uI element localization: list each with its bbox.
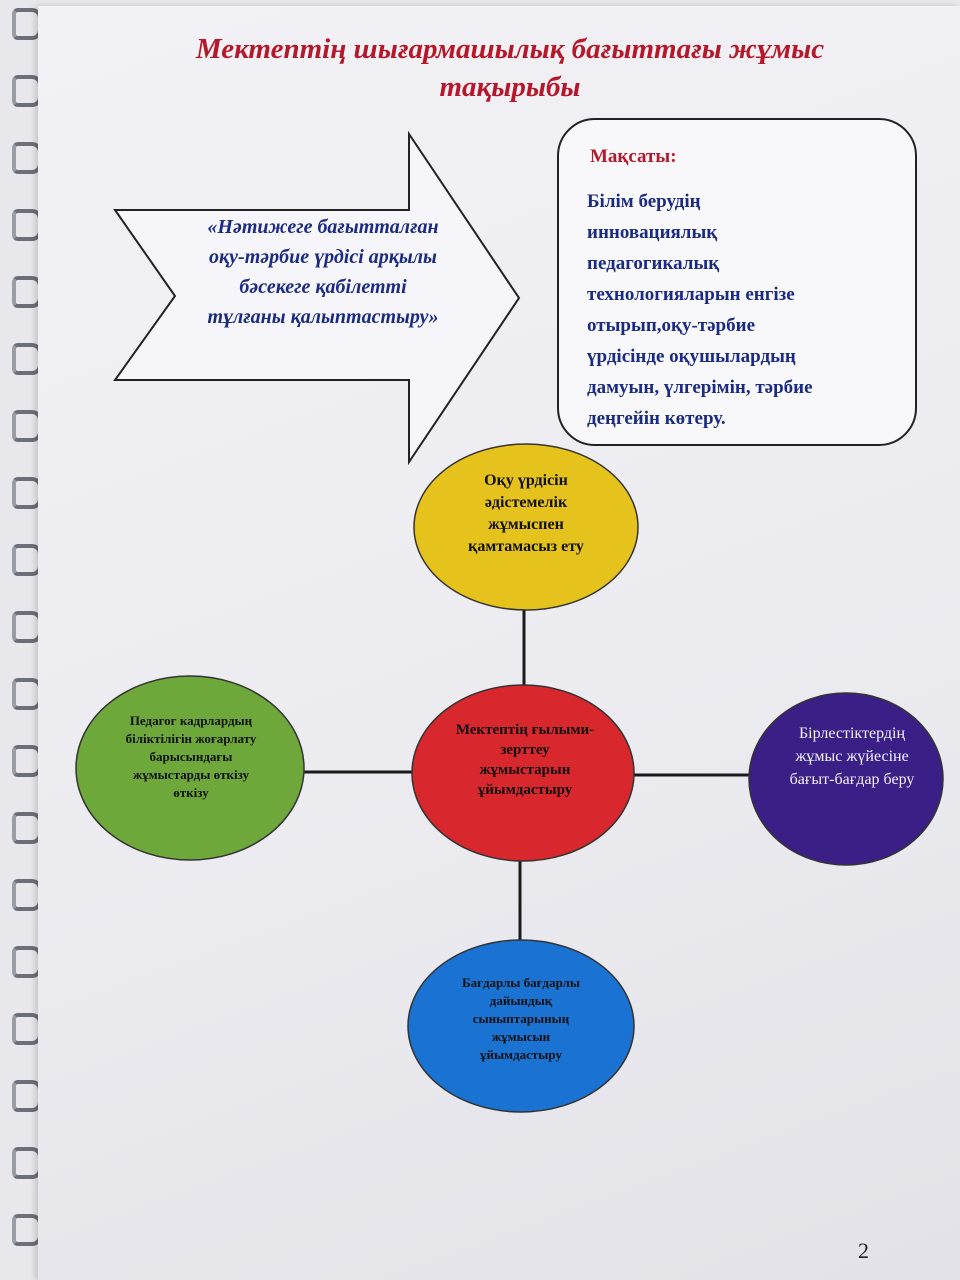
motto-line-1: «Нәтижеге бағытталған — [207, 216, 439, 238]
node-right-line: жұмыс жүйесіне — [795, 748, 909, 765]
goal-line: дамуын, үлгерімін, тәрбие — [587, 377, 813, 398]
goal-heading: Мақсаты: — [590, 146, 677, 167]
node-left-line: Педагог кадрлардың — [129, 713, 253, 728]
node-right-line: Бірлестіктердің — [798, 725, 906, 742]
page-title: Мектептің шығармашылық бағыттағы жұмыс т… — [120, 30, 900, 106]
node-left-label: Педагог кадрлардың біліктілігін жоғарлат… — [96, 712, 286, 802]
goal-line: Білім берудің — [587, 191, 701, 212]
node-right-ellipse — [748, 692, 944, 866]
motto-line-2: оқу-тәрбие үрдісі арқылы — [209, 246, 437, 268]
node-center-line: ұйымдастыру — [477, 782, 573, 798]
node-left-line: өткізу — [173, 785, 209, 800]
node-bottom-line: сыныптарының — [472, 1011, 570, 1026]
motto-text: «Нәтижеге бағытталған оқу-тәрбие үрдісі … — [158, 212, 488, 332]
node-top-line: Оқу үрдісін — [484, 472, 568, 489]
node-left-line: жұмыстарды өткізу — [132, 767, 250, 782]
node-top-label: Оқу үрдісін әдістемелік жұмыспен қамтама… — [426, 470, 626, 558]
goal-line: отырып,оқу-тәрбие — [587, 315, 756, 336]
node-bottom-line: дайындық — [489, 993, 553, 1008]
goal-line: технологияларын енгізе — [587, 284, 795, 305]
goal-line: деңгейін көтеру. — [587, 408, 726, 429]
node-center-line: зерттеу — [500, 742, 550, 758]
goal-line: педагогикалық — [587, 253, 720, 274]
node-top-line: қамтамасыз ету — [468, 538, 584, 555]
goal-line: инновациялық — [587, 222, 718, 243]
motto-line-3: бәсекеге қабілетті — [239, 276, 407, 298]
node-bottom-line: ұйымдастыру — [480, 1047, 562, 1062]
page-title-line-2: тақырыбы — [439, 71, 581, 103]
node-bottom-line: Бағдарлы бағдарлы — [461, 975, 580, 990]
node-right-label: Бірлестіктердің жұмыс жүйесіне бағыт-бағ… — [762, 722, 942, 791]
page-number: 2 — [858, 1238, 869, 1263]
page-title-line-1: Мектептің шығармашылық бағыттағы жұмыс — [195, 33, 825, 65]
node-left-ellipse — [75, 675, 305, 861]
node-bottom-line: жұмысын — [491, 1029, 551, 1044]
node-bottom-ellipse — [407, 939, 635, 1113]
goal-line: үрдісінде оқушылардың — [587, 346, 796, 367]
motto-line-4: тұлғаны қалыптастыру» — [207, 306, 439, 328]
goal-text: Білім берудің инновациялық педагогикалық… — [587, 186, 877, 434]
node-bottom-label: Бағдарлы бағдарлы дайындық сыныптарының … — [426, 974, 616, 1064]
node-top-line: жұмыспен — [488, 516, 564, 533]
node-center-line: жұмыстарын — [479, 762, 571, 778]
node-top-ellipse — [413, 443, 639, 611]
node-center-ellipse — [411, 684, 635, 862]
node-left-line: барысындағы — [149, 749, 233, 764]
node-right-line: бағыт-бағдар беру — [789, 771, 915, 788]
node-left-line: біліктілігін жоғарлату — [125, 731, 257, 746]
goal-box: Мақсаты: Білім берудің инновациялық педа… — [557, 118, 917, 446]
node-top-line: әдістемелік — [484, 494, 568, 511]
motto-arrow-shape — [113, 130, 521, 466]
node-center-label: Мектептің ғылыми- зерттеу жұмыстарын ұйы… — [430, 720, 620, 800]
node-center-line: Мектептің ғылыми- — [455, 722, 595, 738]
